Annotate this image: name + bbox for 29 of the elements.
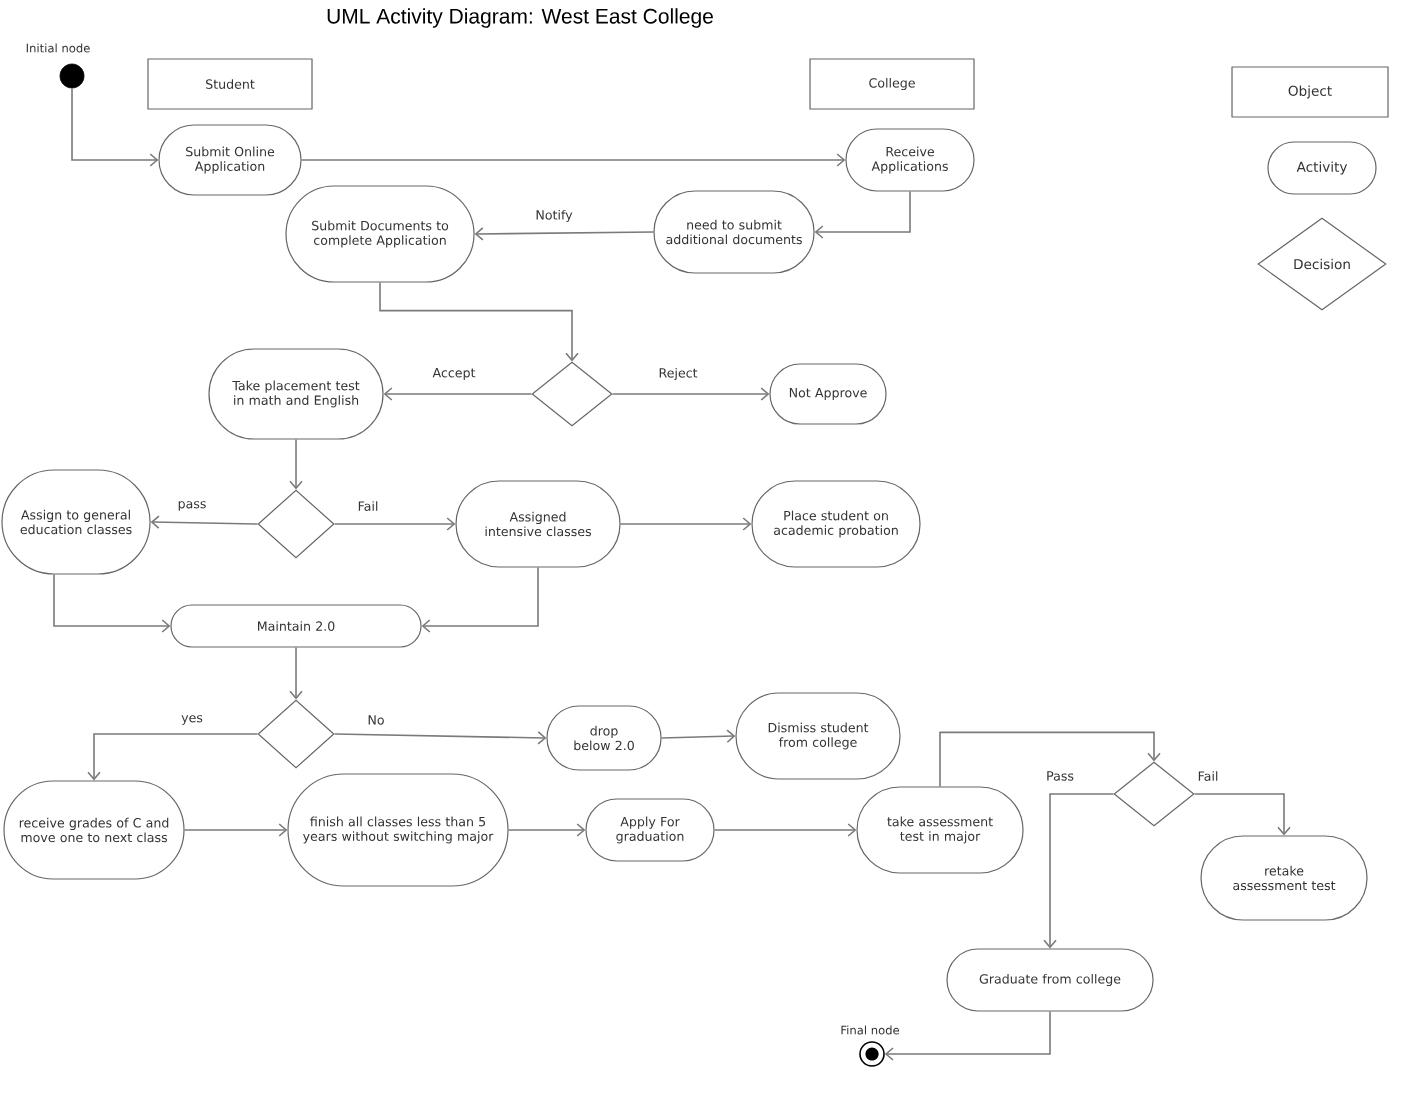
decision-diamond: [531, 361, 613, 427]
arrow: [619, 517, 752, 531]
arrow: [660, 729, 736, 744]
arrow: [71, 87, 159, 167]
arrow: [939, 731, 1161, 788]
arrow: [379, 281, 579, 362]
arrow: [53, 573, 171, 633]
arrow: [289, 646, 303, 700]
decision-diamond: [257, 489, 335, 559]
arrow: [300, 153, 846, 167]
arrow: [884, 1010, 1051, 1061]
arrow: [333, 517, 456, 531]
arrow: [183, 823, 288, 837]
decision-diamond: [1113, 761, 1195, 827]
arrow: [474, 227, 655, 241]
arrow: [1043, 793, 1115, 949]
arrow: [150, 515, 259, 529]
arrow: [611, 387, 770, 401]
decision-diamond: [257, 699, 335, 769]
arrow: [333, 731, 547, 745]
arrow: [421, 566, 539, 633]
arrow: [1193, 793, 1291, 836]
arrow: [713, 823, 857, 837]
arrow: [507, 823, 586, 837]
arrow: [814, 190, 911, 239]
arrow: [383, 387, 533, 401]
arrow: [289, 438, 303, 490]
title: UML Activity Diagram: West East College: [327, 8, 713, 28]
arrow: [87, 733, 259, 781]
